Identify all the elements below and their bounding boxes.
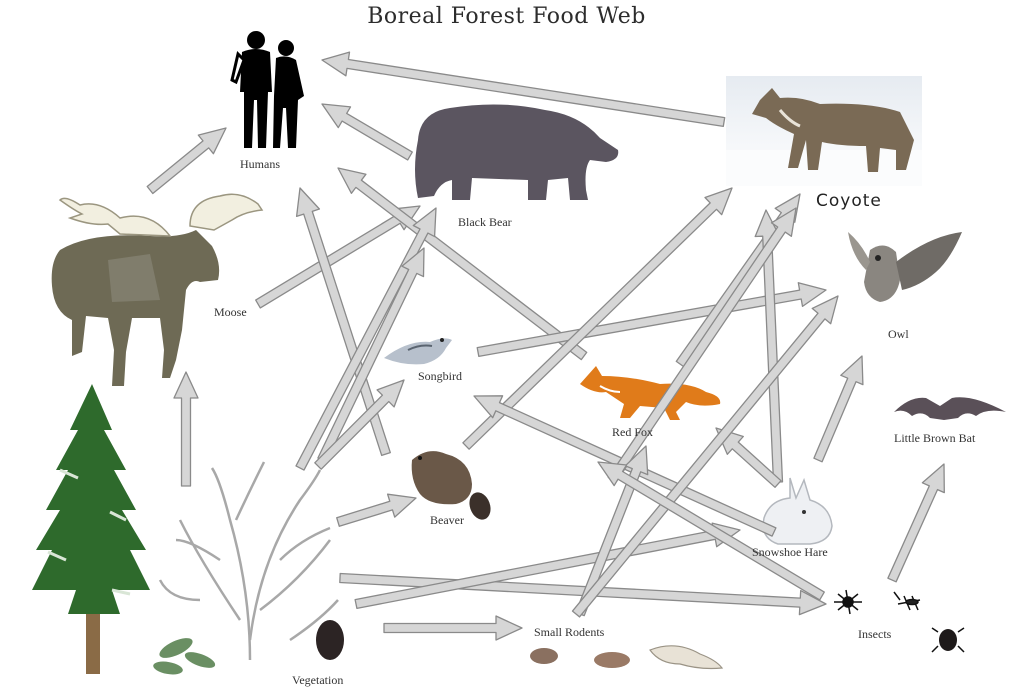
beetle-icon bbox=[932, 628, 964, 652]
label-small-rodents: Small Rodents bbox=[534, 625, 605, 639]
label-insects: Insects bbox=[858, 627, 892, 641]
label-red-fox: Red Fox bbox=[612, 425, 653, 439]
label-black-bear: Black Bear bbox=[458, 215, 512, 229]
spider-icon bbox=[834, 590, 862, 614]
label-snowshoe-hare: Snowshoe Hare bbox=[752, 545, 828, 559]
leaf-icon bbox=[152, 634, 217, 676]
label-vegetation: Vegetation bbox=[292, 673, 343, 687]
mosquito-icon bbox=[894, 592, 920, 610]
arrow-insects-to-bat bbox=[888, 464, 944, 582]
label-moose: Moose bbox=[214, 305, 247, 319]
red-fox-icon bbox=[580, 366, 720, 420]
label-little-brown-bat: Little Brown Bat bbox=[894, 431, 976, 445]
arrow-bear-to-humans bbox=[322, 104, 412, 160]
pinecone-icon bbox=[316, 620, 344, 660]
bat-icon bbox=[894, 397, 1006, 420]
beaver-icon bbox=[412, 451, 495, 522]
vegetation-icon bbox=[160, 462, 338, 660]
label-beaver: Beaver bbox=[430, 513, 464, 527]
arrow-vegetation-to-beaver bbox=[337, 494, 416, 526]
black-bear-icon bbox=[415, 104, 618, 200]
coyote-photo bbox=[726, 76, 922, 186]
label-coyote: Coyote bbox=[816, 191, 882, 211]
moose-icon bbox=[52, 194, 262, 386]
humans-icon bbox=[232, 31, 304, 148]
label-songbird: Songbird bbox=[418, 369, 462, 383]
arrow-vegetation-to-moose bbox=[174, 372, 198, 486]
owl-icon bbox=[848, 232, 962, 302]
arrow-hare-to-owl bbox=[814, 356, 863, 462]
songbird-icon bbox=[384, 338, 452, 364]
spruce-tree-icon bbox=[32, 384, 150, 674]
small-rodents-icon bbox=[530, 646, 722, 669]
label-owl: Owl bbox=[888, 327, 909, 341]
arrow-moose-to-humans bbox=[147, 128, 226, 194]
label-humans: Humans bbox=[240, 157, 280, 171]
arrow-vegetation-to-rodents bbox=[384, 616, 522, 640]
